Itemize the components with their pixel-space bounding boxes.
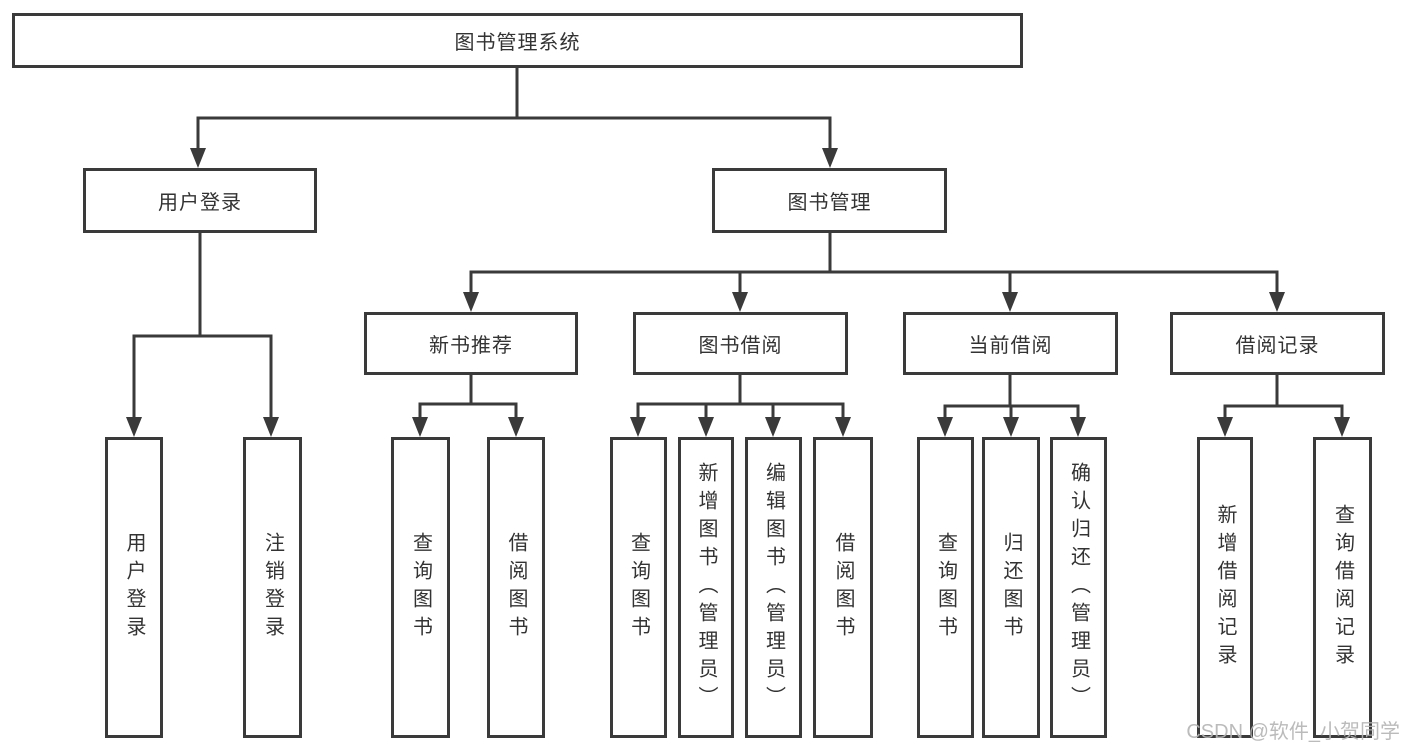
leaf-add-borrow-record: 新增借阅记录 bbox=[1197, 437, 1253, 738]
leaf-label: 归还图书 bbox=[1000, 531, 1022, 644]
node-label: 图书管理系统 bbox=[454, 32, 581, 54]
arrowhead bbox=[1269, 292, 1285, 312]
arrowhead bbox=[1003, 417, 1019, 437]
leaf-label: 新增图书（管理员） bbox=[695, 461, 717, 714]
node-book-borrow: 图书借阅 bbox=[633, 312, 848, 375]
node-current-borrow: 当前借阅 bbox=[903, 312, 1118, 375]
node-new-book-recommend: 新书推荐 bbox=[364, 312, 578, 375]
leaf-label: 注销登录 bbox=[261, 531, 284, 644]
leaf-label: 用户登录 bbox=[123, 531, 145, 644]
arrowhead bbox=[463, 292, 479, 312]
arrowhead bbox=[765, 417, 781, 437]
leaf-query-borrow-record: 查询借阅记录 bbox=[1313, 437, 1372, 738]
node-label: 借阅记录 bbox=[1235, 335, 1320, 357]
connector-borrow-records-bracket bbox=[1223, 404, 1344, 419]
node-library-system: 图书管理系统 bbox=[12, 13, 1023, 68]
node-borrow-records: 借阅记录 bbox=[1170, 312, 1385, 375]
arrowhead bbox=[732, 292, 748, 312]
node-label: 新书推荐 bbox=[429, 335, 513, 357]
leaf-query-books: 查询图书 bbox=[917, 437, 974, 738]
leaf-borrow-books: 借阅图书 bbox=[487, 437, 545, 738]
arrowhead bbox=[1217, 417, 1233, 437]
leaf-borrow-books: 借阅图书 bbox=[813, 437, 873, 738]
arrowhead bbox=[263, 417, 279, 437]
leaf-edit-books-admin: 编辑图书（管理员） bbox=[745, 437, 802, 738]
leaf-query-books: 查询图书 bbox=[610, 437, 667, 738]
node-label: 图书管理 bbox=[787, 192, 872, 214]
leaf-label: 借阅图书 bbox=[505, 531, 527, 644]
leaf-label: 查询借阅记录 bbox=[1331, 503, 1354, 672]
node-label: 用户登录 bbox=[158, 192, 242, 214]
arrowhead bbox=[1070, 417, 1086, 437]
arrowhead bbox=[630, 417, 646, 437]
arrowhead bbox=[1334, 417, 1350, 437]
arrowhead bbox=[835, 417, 851, 437]
node-user-login: 用户登录 bbox=[83, 168, 317, 233]
arrowhead bbox=[937, 417, 953, 437]
arrowhead bbox=[126, 417, 142, 437]
connector-new-book-bracket bbox=[418, 402, 518, 419]
connector-row3-bracket bbox=[469, 270, 1279, 294]
leaf-add-books-admin: 新增图书（管理员） bbox=[678, 437, 734, 738]
leaf-label: 借阅图书 bbox=[832, 531, 854, 644]
leaf-user-login: 用户登录 bbox=[105, 437, 163, 738]
leaf-logout: 注销登录 bbox=[243, 437, 302, 738]
arrowhead bbox=[1002, 292, 1018, 312]
arrowhead bbox=[508, 417, 524, 437]
connector-user-login-bracket bbox=[132, 334, 273, 419]
connector-level2-bracket bbox=[196, 116, 832, 150]
arrowhead bbox=[190, 148, 206, 168]
leaf-query-books: 查询图书 bbox=[391, 437, 450, 738]
leaf-label: 查询图书 bbox=[934, 531, 957, 644]
leaf-label: 查询图书 bbox=[409, 531, 432, 644]
csdn-watermark: CSDN @软件_小贺同学 bbox=[1186, 721, 1400, 743]
node-label: 当前借阅 bbox=[968, 335, 1053, 357]
arrowhead bbox=[412, 417, 428, 437]
leaf-label: 查询图书 bbox=[627, 531, 650, 644]
connector-book-borrow-bracket bbox=[636, 402, 845, 419]
leaf-confirm-return-admin: 确认归还（管理员） bbox=[1050, 437, 1107, 738]
arrowhead bbox=[698, 417, 714, 437]
leaf-return-books: 归还图书 bbox=[982, 437, 1040, 738]
leaf-label: 确认归还（管理员） bbox=[1067, 461, 1090, 714]
node-label: 图书借阅 bbox=[698, 335, 783, 357]
leaf-label: 新增借阅记录 bbox=[1214, 503, 1236, 672]
node-book-management: 图书管理 bbox=[712, 168, 947, 233]
arrowhead bbox=[822, 148, 838, 168]
leaf-label: 编辑图书（管理员） bbox=[762, 461, 785, 714]
